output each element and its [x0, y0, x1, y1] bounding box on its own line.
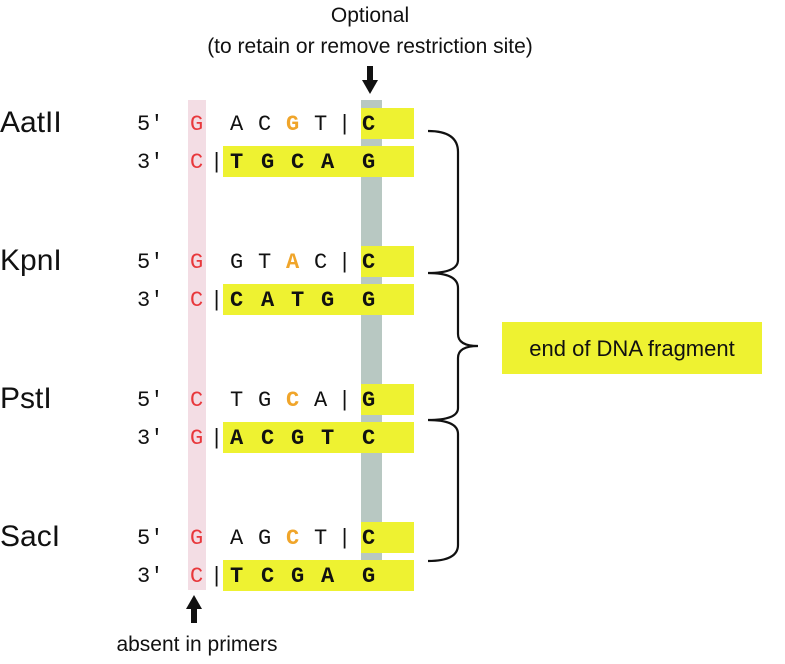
three-prime-label: 3′: [137, 426, 163, 451]
overhang-base: A: [321, 564, 335, 589]
top-base: A: [230, 112, 244, 137]
five-prime-label: 5′: [137, 388, 163, 413]
three-prime-label: 3′: [137, 564, 163, 589]
overhang-base: T: [291, 288, 304, 313]
top-base: C: [314, 250, 327, 275]
down-arrow-icon: [362, 66, 378, 94]
overhang-base: G: [261, 150, 274, 175]
top-base: G: [230, 250, 243, 275]
end-of-dna-fragment-label: end of DNA fragment: [529, 336, 734, 361]
overhang-base: T: [321, 426, 334, 451]
overhang-base: G: [291, 564, 304, 589]
end-bracket: [427, 129, 479, 563]
top-base: C: [258, 112, 271, 137]
absent-base: G: [190, 250, 203, 275]
top-base: T: [230, 388, 243, 413]
top-base: T: [314, 112, 327, 137]
highlight-base: A: [286, 250, 300, 275]
optional-base-column: [361, 100, 382, 590]
optional-explanation-label: (to retain or remove restriction site): [207, 35, 533, 58]
top-strand-overhang-box: [361, 384, 414, 415]
five-prime-label: 5′: [137, 250, 163, 275]
top-base: T: [314, 526, 327, 551]
optional-base: C: [362, 250, 375, 275]
absent-base: C: [190, 150, 203, 175]
bottom-strand-overhang-box: [223, 422, 414, 453]
highlight-base: C: [286, 526, 299, 551]
overhang-base: C: [261, 426, 274, 451]
top-base: G: [258, 388, 271, 413]
cut-separator: |: [210, 288, 223, 313]
cut-separator: |: [338, 388, 351, 413]
cut-separator: |: [210, 426, 223, 451]
bottom-strand-overhang-box: [223, 146, 414, 177]
cut-separator: |: [210, 564, 223, 589]
highlight-base: C: [286, 388, 299, 413]
top-base: G: [258, 526, 271, 551]
top-base: A: [230, 526, 244, 551]
optional-label: Optional: [331, 4, 409, 27]
overhang-base: G: [291, 426, 304, 451]
bottom-strand-overhang-box: [223, 284, 414, 315]
optional-base: G: [362, 150, 375, 175]
absent-base: G: [190, 426, 203, 451]
absent-base: C: [190, 388, 203, 413]
optional-base: G: [362, 288, 375, 313]
absent-base: G: [190, 112, 203, 137]
optional-base: G: [362, 388, 375, 413]
top-strand-overhang-box: [361, 522, 414, 553]
three-prime-label: 3′: [137, 150, 163, 175]
highlight-base: G: [286, 112, 299, 137]
overhang-base: C: [261, 564, 274, 589]
five-prime-label: 5′: [137, 526, 163, 551]
optional-base: G: [362, 564, 375, 589]
top-strand-overhang-box: [361, 246, 414, 277]
top-base: A: [314, 388, 328, 413]
optional-base: C: [362, 112, 375, 137]
overhang-base: A: [321, 150, 335, 175]
optional-base: C: [362, 526, 375, 551]
absent-in-primers-label: absent in primers: [116, 633, 277, 656]
up-arrow-icon: [186, 595, 202, 623]
absent-base: C: [190, 288, 203, 313]
enzyme-name: PstI: [0, 382, 52, 415]
absent-base: G: [190, 526, 203, 551]
enzyme-name: KpnI: [0, 244, 62, 277]
absent-base-column: [188, 100, 206, 590]
end-label-box: [502, 322, 762, 374]
cut-separator: |: [338, 526, 351, 551]
overhang-base: T: [230, 564, 243, 589]
optional-base: C: [362, 426, 375, 451]
bottom-strand-overhang-box: [223, 560, 414, 591]
cut-separator: |: [338, 250, 351, 275]
cut-separator: |: [338, 112, 351, 137]
three-prime-label: 3′: [137, 288, 163, 313]
five-prime-label: 5′: [137, 112, 163, 137]
overhang-base: C: [230, 288, 243, 313]
enzyme-name: AatII: [0, 106, 62, 139]
overhang-base: T: [230, 150, 243, 175]
overhang-base: C: [291, 150, 304, 175]
cut-separator: |: [210, 150, 223, 175]
absent-base: C: [190, 564, 203, 589]
overhang-base: A: [261, 288, 275, 313]
top-base: T: [258, 250, 271, 275]
overhang-base: A: [230, 426, 244, 451]
enzyme-name: SacI: [0, 520, 60, 553]
overhang-base: G: [321, 288, 334, 313]
top-strand-overhang-box: [361, 108, 414, 139]
